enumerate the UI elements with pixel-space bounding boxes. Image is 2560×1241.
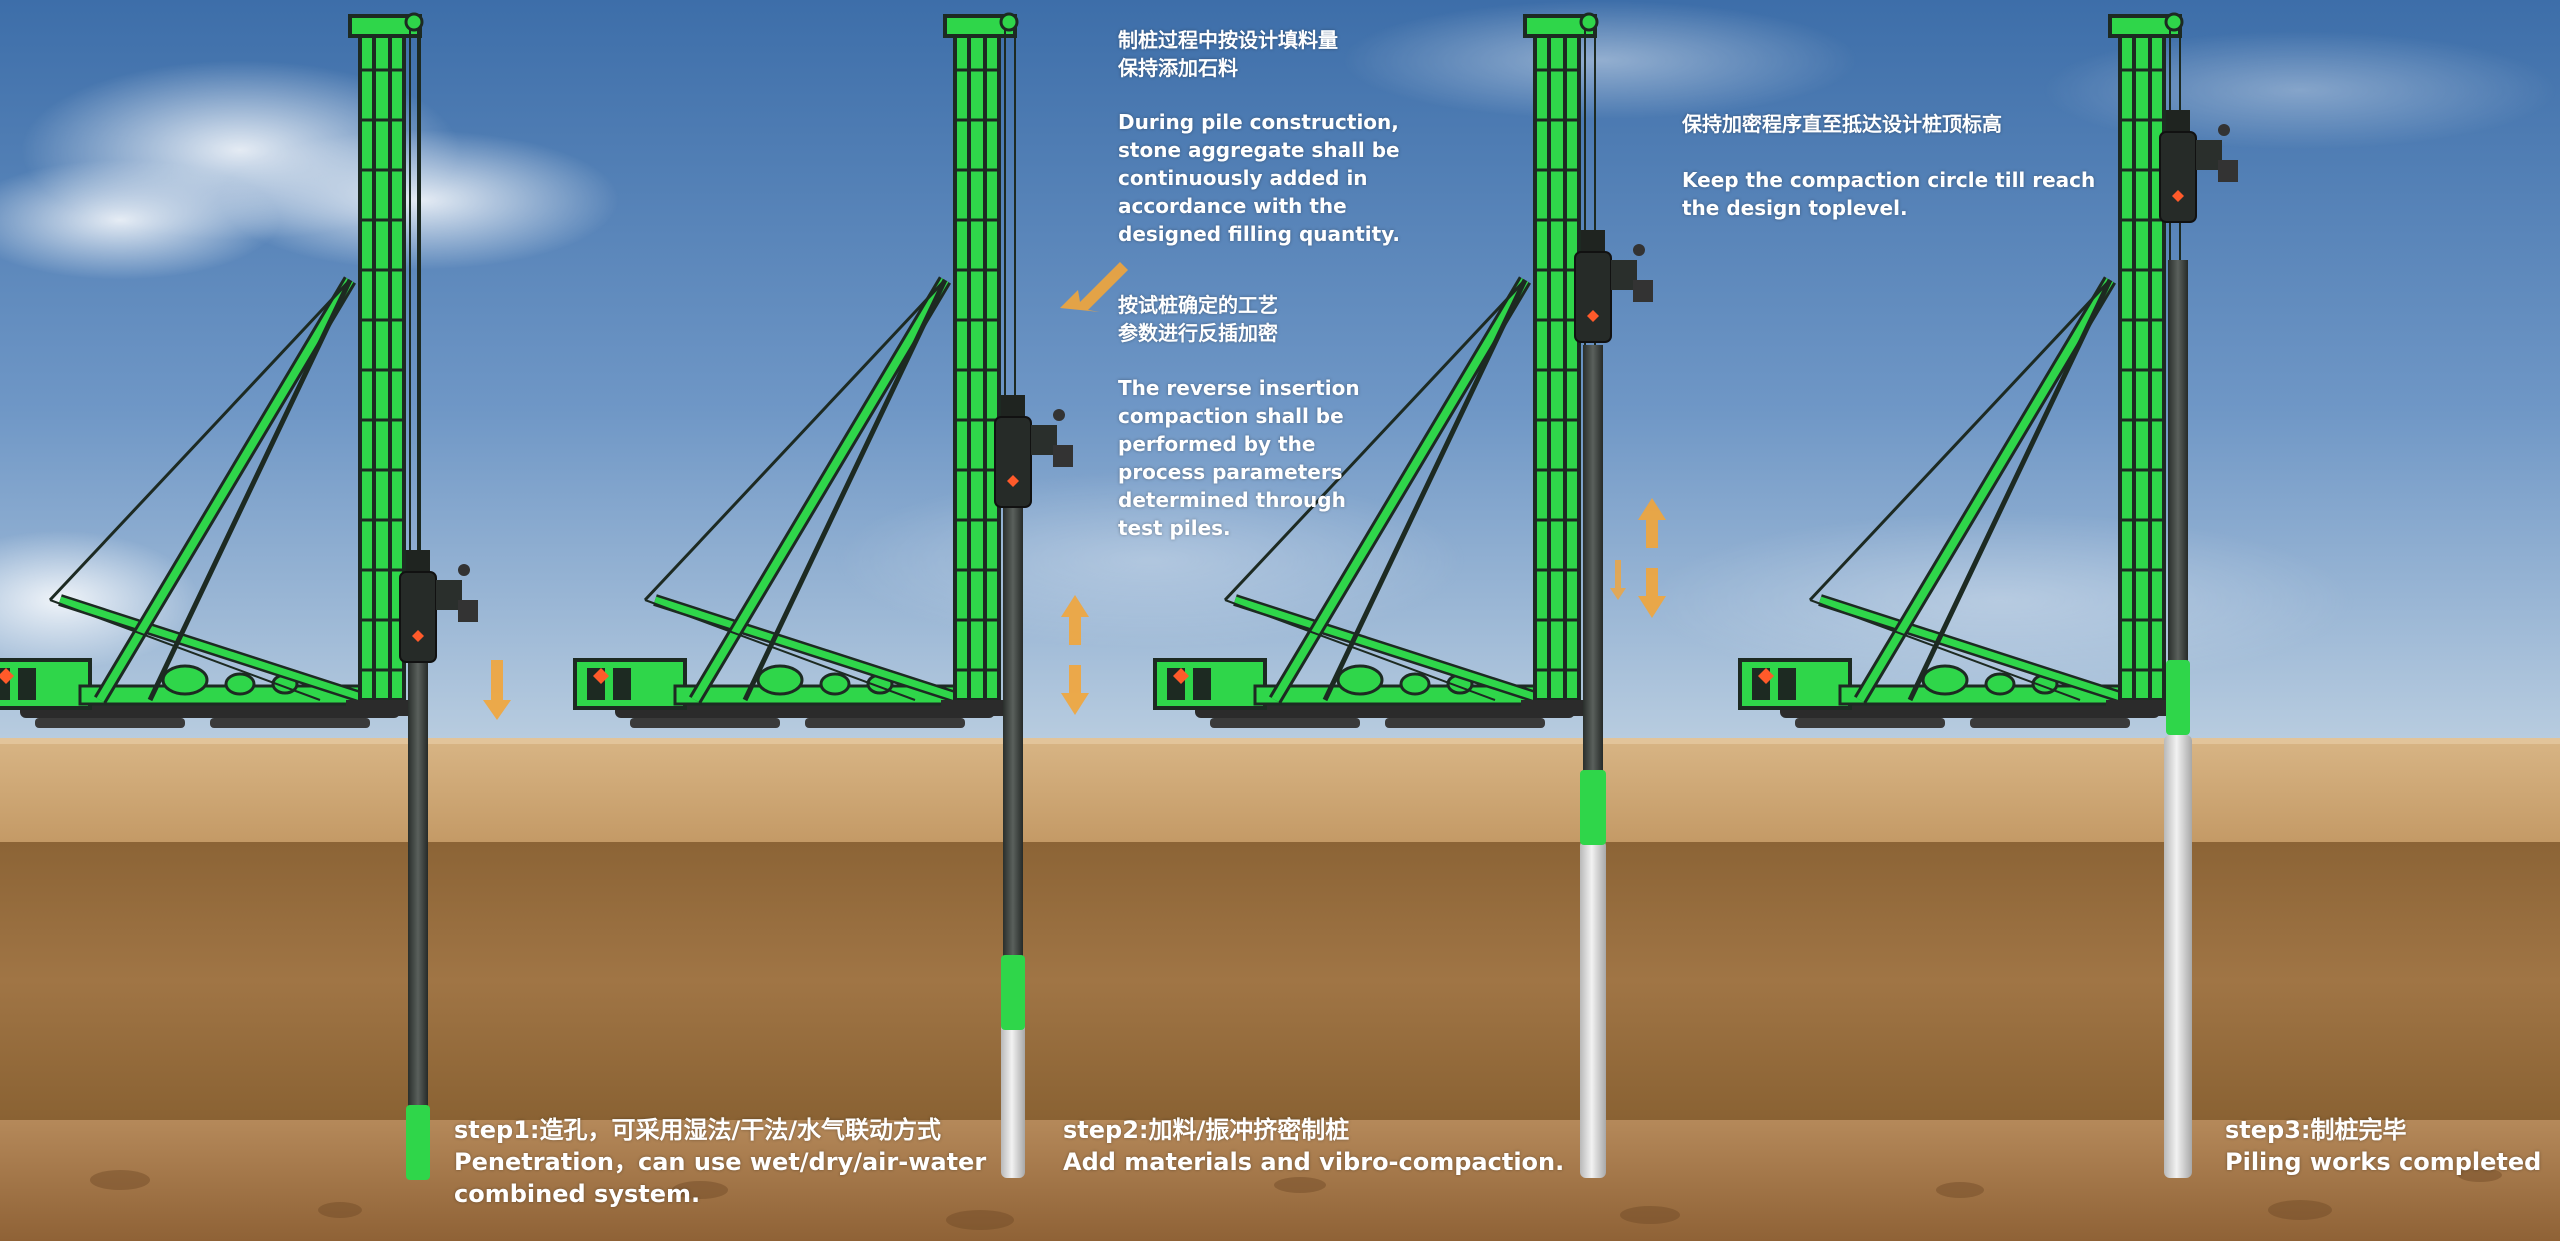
- step-1-caption: step1:造孔，可采用湿法/干法/水气联动方式 Penetration，can…: [454, 1116, 987, 1208]
- step-1-title: step1:造孔，可采用湿法/干法/水气联动方式: [454, 1116, 942, 1144]
- vibroflot-2: [994, 262, 1128, 1178]
- note-reverse-insertion-en: The reverse insertion compaction shall b…: [1118, 376, 1360, 540]
- note-reverse-insertion-cn: 按试桩确定的工艺 参数进行反插加密: [1118, 293, 1278, 345]
- vibroflot-3: [1574, 229, 1666, 1178]
- note-keep-compaction-cn: 保持加密程序直至抵达设计桩顶标高: [1682, 112, 2002, 136]
- vibroflot-1: [399, 30, 511, 1180]
- step-2-title: step2:加料/振冲挤密制桩: [1063, 1116, 1350, 1144]
- vibroflot-4: [2159, 109, 2239, 1178]
- step-3-caption: step3:制桩完毕 Piling works completed: [2225, 1116, 2542, 1176]
- down-arrow-icon: [483, 660, 511, 720]
- diagonal-arrow-icon: [1060, 262, 1128, 312]
- note-add-aggregate-en: During pile construction, stone aggregat…: [1118, 110, 1401, 246]
- step-3-title: step3:制桩完毕: [2225, 1116, 2407, 1144]
- soil-texture: [90, 1168, 2502, 1230]
- note-keep-compaction-en: Keep the compaction circle till reach th…: [1682, 168, 2096, 220]
- note-add-aggregate-cn: 制桩过程中按设计填料量 保持添加石料: [1118, 28, 1338, 80]
- step-2-caption: step2:加料/振冲挤密制桩 Add materials and vibro-…: [1063, 1116, 1565, 1176]
